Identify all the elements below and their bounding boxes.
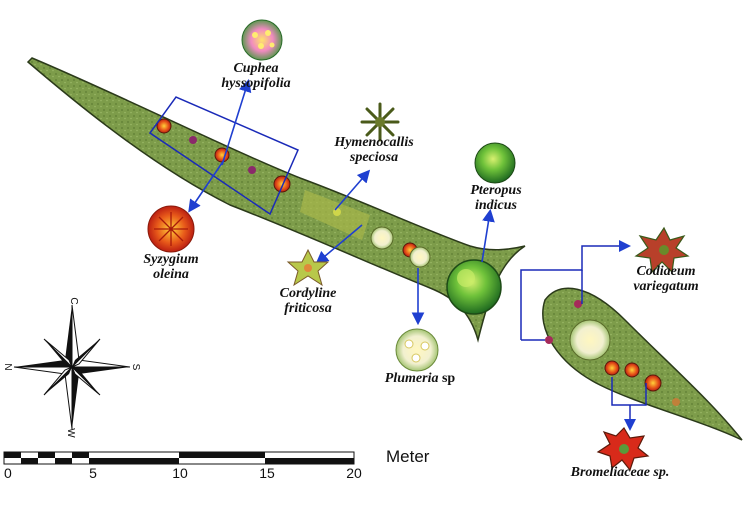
plumeria-shrub xyxy=(370,226,431,268)
label-codiaeum: Codiaeum variegatum xyxy=(633,264,698,294)
compass-rose: C N S W xyxy=(2,297,141,438)
arrow-hymenocallis xyxy=(334,169,371,211)
cordyline-line1: Cordyline xyxy=(280,286,337,301)
codiaeum-icon xyxy=(634,226,690,274)
syzygium-line1: Syzygium xyxy=(143,252,198,267)
label-hymenocallis: Hymenocallis speciosa xyxy=(333,135,414,165)
pteropus-tree xyxy=(446,259,502,315)
label-cordyline: Cordyline friticosa xyxy=(280,286,337,316)
cordyline-line2: friticosa xyxy=(284,301,331,316)
compass-west-letter: W xyxy=(65,428,76,438)
scale-bar: 0 5 10 15 20 Meter xyxy=(3,447,430,481)
syzygium-line2: oleina xyxy=(153,267,189,282)
bromeliaceae-icon xyxy=(596,427,650,472)
arrow-cordyline xyxy=(315,224,363,265)
hymenocallis-line2: speciosa xyxy=(349,150,398,165)
arrow-syzygium xyxy=(188,159,225,213)
syzygium-icon xyxy=(147,205,195,253)
compass-east-letter: C xyxy=(68,297,79,304)
plumeria-icon xyxy=(395,328,439,372)
cuphea-icon xyxy=(241,19,283,61)
label-cuphea: Cuphea hyssopifolia xyxy=(221,61,290,91)
label-pteropus: Pteropus indicus xyxy=(470,183,522,213)
arrow-cuphea xyxy=(221,78,252,166)
pteropus-icon xyxy=(474,142,516,184)
secondary-planting-bed xyxy=(542,287,743,441)
scale-tick-5: 5 xyxy=(89,465,97,481)
svg-text:Plumeria sp: Plumeria sp xyxy=(385,371,456,386)
compass-south-letter: S xyxy=(130,364,141,371)
label-syzygium: Syzygium oleina xyxy=(143,252,198,282)
plumeria-genus: Plumeria xyxy=(385,371,439,386)
cuphea-line1: Cuphea xyxy=(233,61,278,76)
cuphea-line2: hyssopifolia xyxy=(221,76,290,91)
scale-unit-label: Meter xyxy=(386,447,430,466)
pointer-arrows xyxy=(188,78,495,326)
selection-box xyxy=(148,96,299,216)
plants-secondary-bed xyxy=(545,300,680,406)
compass-north-letter: N xyxy=(2,363,13,370)
hymenocallis-line1: Hymenocallis xyxy=(333,135,414,150)
pteropus-line1: Pteropus xyxy=(470,183,522,198)
scale-tick-15: 15 xyxy=(259,465,275,481)
plants-main-bed xyxy=(156,118,502,315)
scale-tick-10: 10 xyxy=(172,465,188,481)
scale-tick-0: 0 xyxy=(4,465,12,481)
bromeliaceae-label: Bromeliaceae sp. xyxy=(570,465,670,480)
cordyline-icon xyxy=(286,248,330,287)
plumeria-suffix: sp xyxy=(438,371,455,386)
callout-connectors xyxy=(148,96,647,431)
arrow-pteropus xyxy=(481,208,495,263)
codiaeum-line1: Codiaeum xyxy=(636,264,695,279)
pteropus-line2: indicus xyxy=(475,198,518,213)
label-bromeliaceae: Bromeliaceae sp. xyxy=(570,465,670,480)
scale-tick-20: 20 xyxy=(346,465,362,481)
label-plumeria: Plumeria sp xyxy=(385,371,456,386)
connector-bromeliaceae xyxy=(611,377,647,406)
hymenocallis-icon xyxy=(360,102,400,142)
codiaeum-line2: variegatum xyxy=(633,279,698,294)
